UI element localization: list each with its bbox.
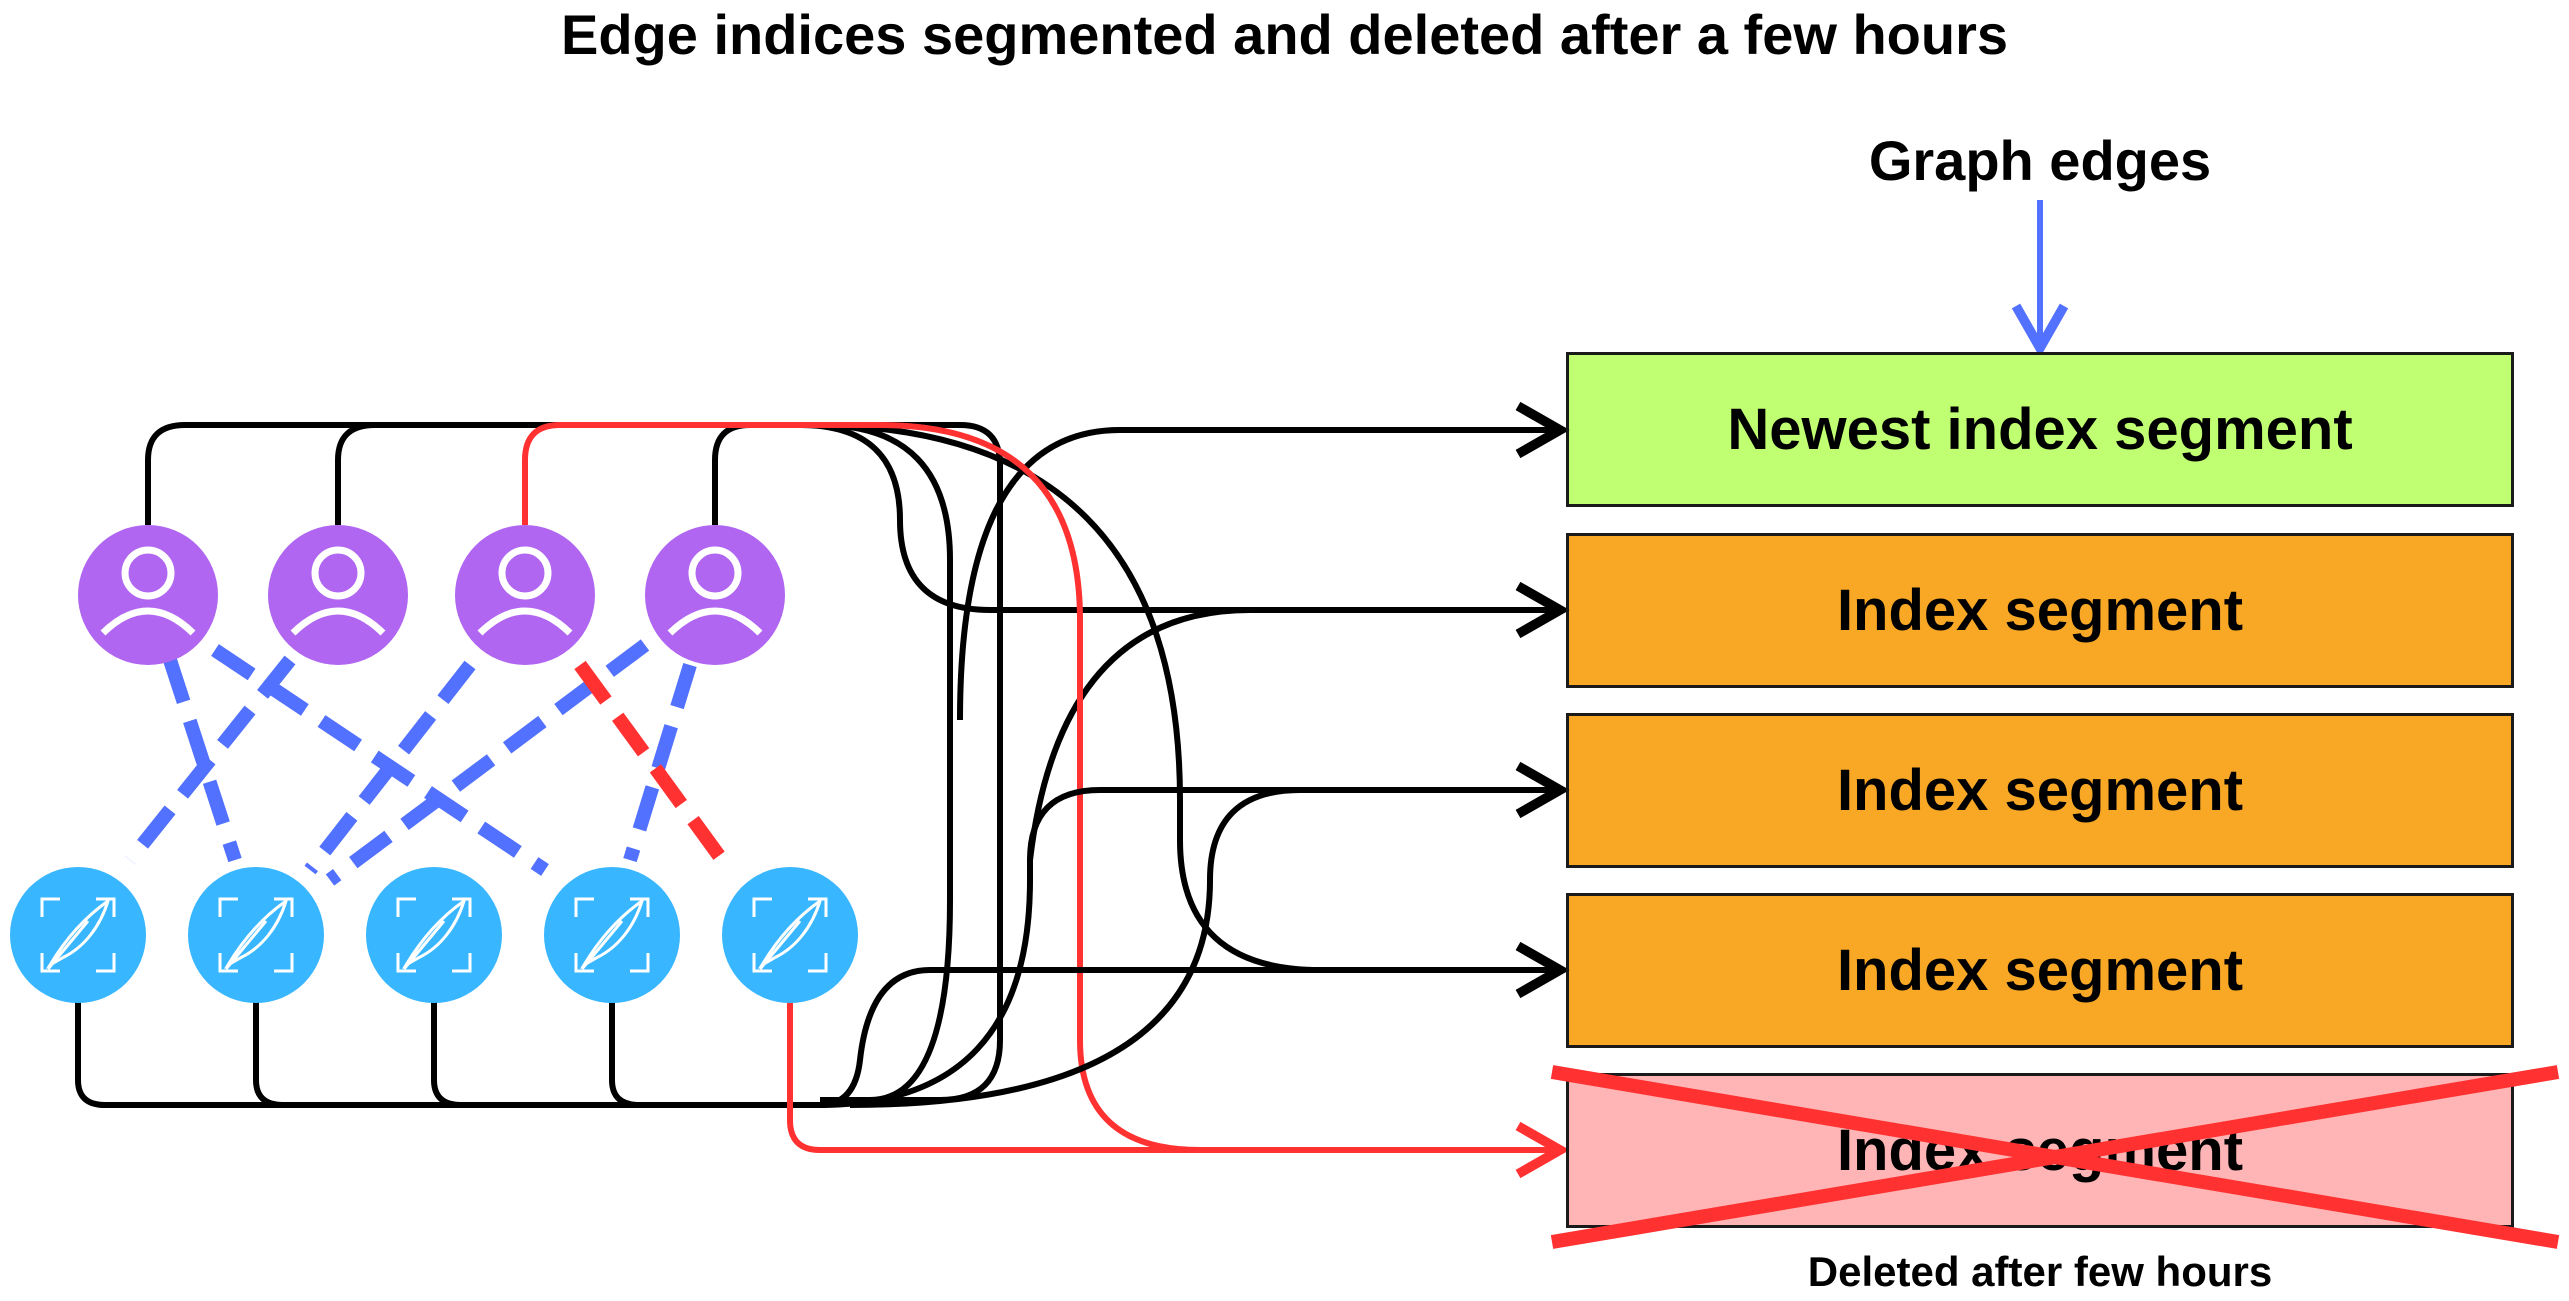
deleted-tweet-connection <box>787 1000 1200 1153</box>
segment-fill-newest <box>1568 354 2512 505</box>
diagram-title: Edge indices segmented and deleted after… <box>560 3 2009 66</box>
graph-edges-label: Graph edges <box>1868 129 2212 192</box>
segment-fill-3 <box>1568 895 2512 1046</box>
segment-fill-2 <box>1568 715 2512 866</box>
user-connections <box>145 401 1570 1103</box>
deleted-user-connection <box>522 422 1570 1179</box>
deleted-cross-icon <box>1550 1065 2560 1249</box>
segment-label: Index segment <box>1836 578 2244 643</box>
segment-label: Newest index segment <box>1727 397 2353 462</box>
segment-label: Index segment <box>1836 938 2244 1003</box>
deleted-caption: Deleted after few hours <box>1807 1248 2273 1295</box>
segment-2: Index segment <box>1566 713 2514 868</box>
graph-dashed-edges <box>124 639 734 886</box>
segment-label: Index segment <box>1836 758 2244 823</box>
tweet-connections <box>75 761 1570 1108</box>
segment-fill-1 <box>1568 535 2512 686</box>
segment-1: Index segment <box>1566 533 2514 688</box>
